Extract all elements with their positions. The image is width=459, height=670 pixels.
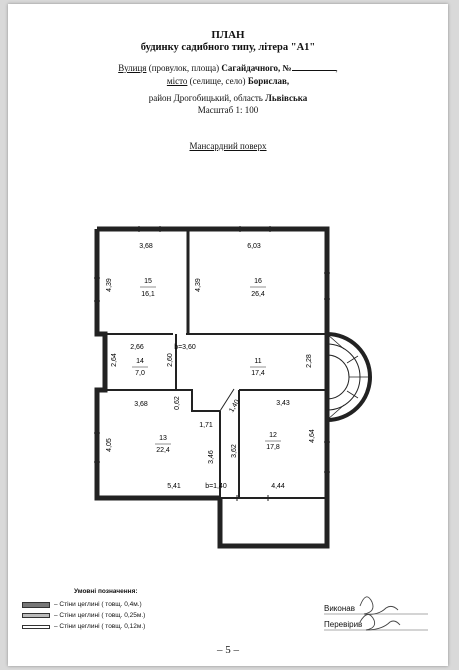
dim-2-64: 2,64 (111, 353, 118, 367)
dim-2-66: 2,66 (130, 344, 144, 351)
room-16-number: 16 (254, 278, 262, 285)
street-hint: (провулок, площа) (148, 63, 220, 73)
dim-4-39-left: 4,39 (106, 278, 113, 292)
legend-row: – Стіни цеглині ( товщ. 0,12м.) (22, 621, 145, 632)
dim-4-64: 4,64 (309, 429, 316, 443)
dim-b-3-60: b=3,60 (174, 344, 196, 351)
dim-4-39-mid: 4,39 (195, 278, 202, 292)
street-value: Сагайдачного, № (221, 63, 292, 73)
scale: Масштаб 1: 100 (197, 105, 259, 115)
district-line: район Дрогобицький, область Львівська (8, 93, 448, 104)
floor-title: Мансардний поверх (189, 141, 267, 151)
room-11-area: 17,4 (251, 370, 265, 377)
dimensions: 3,68 6,03 4,39 4,39 2,66 b=3,60 2,64 2,6… (106, 243, 316, 490)
signature-marks (324, 596, 428, 631)
legend-row: – Стіни цеглині ( товщ. 0,4м.) (22, 599, 145, 610)
dim-2-28: 2,28 (306, 354, 313, 368)
legend: Умовні позначення: – Стіни цеглині ( тов… (22, 588, 145, 632)
room-labels: 15 16,1 16 26,4 14 7,0 11 17,4 13 22,4 1… (132, 278, 281, 454)
street-number-blank (291, 62, 336, 71)
legend-row: – Стіни цеглині ( товщ. 0,25м.) (22, 610, 145, 621)
checked-label: Перевірив (324, 620, 363, 629)
floor-plan: 15 16,1 16 26,4 14 7,0 11 17,4 13 22,4 1… (94, 226, 428, 631)
room-12-area: 17,8 (266, 444, 280, 451)
dim-4-44: 4,44 (271, 483, 285, 490)
legend-item-2: – Стіни цеглині ( товщ. 0,25м.) (54, 612, 146, 619)
dim-b-1-40: b=1,40 (205, 483, 227, 490)
plan-title: ПЛАН (211, 29, 245, 41)
dim-5-41: 5,41 (167, 483, 181, 490)
room-15-number: 15 (144, 278, 152, 285)
room-13-number: 13 (159, 435, 167, 442)
district: район Дрогобицький, область (148, 93, 263, 103)
room-16-area: 26,4 (251, 291, 265, 298)
street-line: Вулиця (провулок, площа) Сагайдачного, №… (118, 62, 338, 73)
wall-thin-swatch (22, 624, 50, 629)
document-sheet: ПЛАН будинку садибного типу, літера "А1"… (8, 4, 448, 666)
region: Львівська (265, 93, 308, 103)
room-13-area: 22,4 (156, 447, 170, 454)
dim-0-62: 0,62 (174, 396, 181, 410)
walls (94, 226, 372, 549)
room-15-area: 16,1 (141, 291, 155, 298)
legend-item-3: – Стіни цеглині ( товщ. 0,12м.) (54, 623, 146, 630)
dim-3-68-top: 3,68 (139, 243, 153, 250)
city-value: Борислав, (247, 76, 290, 86)
page-number: – 5 – (217, 644, 239, 656)
wall-thick-swatch (22, 601, 50, 608)
dim-3-68-bottom: 3,68 (134, 401, 148, 408)
dim-1-71: 1,71 (199, 422, 213, 429)
city-hint: (селище, село) (189, 76, 246, 86)
room-14-number: 14 (136, 358, 144, 365)
dim-3-43: 3,43 (276, 400, 290, 407)
legend-title: Умовні позначення: (74, 588, 138, 595)
dim-3-46: 3,46 (208, 450, 215, 464)
plan-subtitle: будинку садибного типу, літера "А1" (140, 42, 316, 53)
room-14-area: 7,0 (135, 370, 145, 377)
room-11-number: 11 (254, 358, 261, 365)
street-label: Вулиця (118, 63, 147, 73)
wall-medium-swatch (22, 613, 50, 618)
dim-4-05: 4,05 (106, 438, 113, 452)
legend-item-1: – Стіни цеглині ( товщ. 0,4м.) (54, 601, 142, 608)
room-12-number: 12 (269, 432, 277, 439)
executed-label: Виконав (324, 604, 355, 613)
city-label: місто (166, 76, 188, 86)
dim-6-03: 6,03 (247, 243, 261, 250)
city-line: місто (селище, село) Борислав, (8, 76, 448, 87)
dim-2-60: 2,60 (167, 353, 174, 367)
dim-3-62: 3,62 (231, 444, 238, 458)
